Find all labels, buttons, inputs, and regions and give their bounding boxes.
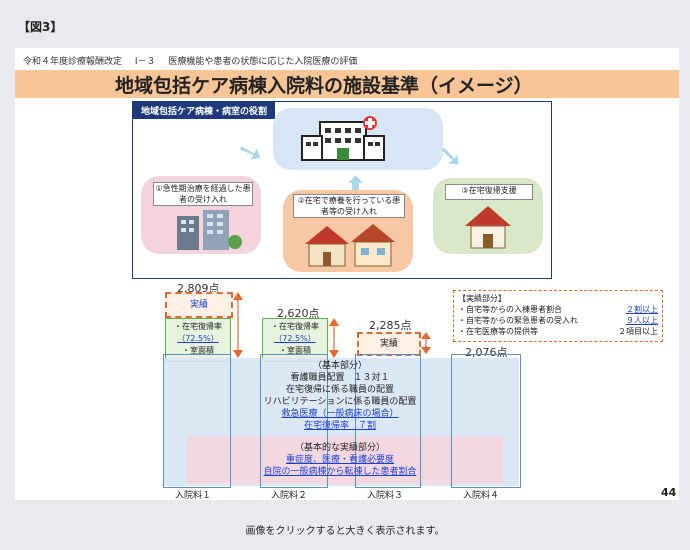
buildings-icon [177,210,242,250]
ward1-achievement-label: 実績 [189,300,208,310]
ward1-double-arrow-icon [233,292,243,358]
hospital-icon [301,116,385,161]
ward2-bar [260,354,328,488]
role-diagram: 地域包括ケア病棟・病室の役割 ➘ ⬆ ➘ ①急性期治療を経過した患者の受け入れ [132,101,552,279]
role3-label: ③在宅復帰支援 [445,184,533,200]
points-ward2: 2,620点 [277,307,320,320]
arrow-right-down-icon: ➘ [438,139,464,174]
title-bar: 地域包括ケア病棟入院料の施設基準（イメージ） [15,70,679,98]
houses-icon [305,224,395,267]
ward1-home-return-label: ・在宅復帰率 [174,322,222,331]
slide-header: 令和４年度診療報酬改定 Ⅰ－３ 医療機能や患者の状態に応じた入院医療の評価 [23,54,367,67]
points-ward3: 2,285点 [369,319,412,332]
points-ward4: 2,076点 [465,346,508,359]
ward2-home-return-value: （72.5%） [274,334,316,343]
ward3-achievement-label: 実績 [379,339,398,349]
base-perf-heading: （基本的な実績部分） [294,443,385,453]
ward3-double-arrow-icon [421,332,431,354]
ward2-label: 入院料２ [271,491,308,501]
revision-text: 令和４年度診療報酬改定 [23,57,123,67]
ward2-double-arrow-icon [329,318,339,358]
ward1-home-return-value: （72.5%） [177,334,219,343]
slide-image[interactable]: 令和４年度診療報酬改定 Ⅰ－３ 医療機能や患者の状態に応じた入院医療の評価 地域… [15,48,679,501]
req3-label: ・在宅医療等の提供等 [458,327,538,336]
base-line-1: 看護職員配置 １３対１ [290,373,390,383]
base-performance-section: （基本的な実績部分） 重症度、医療・看護必要度 自院の一般病棟から転棟した患者割… [210,442,470,478]
base-section: （基本部分） 看護職員配置 １３対１ 在宅復帰に係る職員の配置 リハビリテーショ… [215,360,465,432]
role1-label: ①急性期治療を経過した患者の受け入れ [153,182,253,206]
req2-value: ９人以上 [626,316,658,325]
ward3-bar [355,354,421,488]
achievement-heading: 【実績部分】 [458,294,506,303]
base-line-5: 在宅復帰率 ７割 [303,421,376,431]
image-caption: 画像をクリックすると大きく表示されます。 [245,526,445,537]
req2-label: ・自宅等からの緊急患者の受入れ [458,316,578,325]
ward1-room-area: ・室面積 [182,346,214,355]
ward1-achievement: 実績 [165,292,233,318]
ward4-label: 入院料４ [463,491,500,501]
role2-label: ②在宅で療養を行っている患者等の受け入れ [293,194,405,218]
section-number: Ⅰ－３ [134,57,156,67]
base-line-2: 在宅復帰に係る職員の配置 [285,385,394,395]
page-number: 44 [661,486,677,499]
home-icon [465,206,511,249]
req1-value: ２割以上 [626,305,658,314]
ward1-bar [163,354,231,488]
ward4-bar [451,354,521,488]
base-line-4: 救急医療（一般病床の場合） [281,409,399,419]
base-perf-line-2: 自院の一般病棟から転棟した患者割合 [263,467,417,477]
base-line-3: リハビリテーションに係る職員の配置 [263,397,417,407]
role-diagram-title: 地域包括ケア病棟・病室の役割 [133,102,276,119]
req-row-3: ・在宅医療等の提供等 ２項目以上 [458,326,658,337]
base-performance-bg [187,436,503,484]
req-row-2: ・自宅等からの緊急患者の受入れ ９人以上 [458,315,658,326]
ward2-home-return-label: ・在宅復帰率 [271,322,319,331]
ward2-room-area: ・室面積 [279,346,311,355]
ward3-label: 入院料３ [367,491,404,501]
points-ward1: 2,809点 [177,282,220,295]
req3-value: ２項目以上 [618,327,658,336]
req1-label: ・自宅等からの入棟患者割合 [458,305,562,314]
slide-title: 地域包括ケア病棟入院料の施設基準（イメージ） [115,75,533,97]
req-row-1: ・自宅等からの入棟患者割合 ２割以上 [458,304,658,315]
base-perf-line-1: 重症度、医療・看護必要度 [285,455,394,465]
ward1-label: 入院料１ [175,491,212,501]
topic-text: 医療機能や患者の状態に応じた入院医療の評価 [168,57,358,67]
arrow-left-up-icon: ➘ [232,131,269,174]
base-heading: （基本部分） [312,361,367,371]
figure-label: 【図3】 [18,20,63,34]
achievement-requirements: 【実績部分】 ・自宅等からの入棟患者割合 ２割以上 ・自宅等からの緊急患者の受入… [453,290,663,342]
ward3-achievement: 実績 [357,332,421,356]
